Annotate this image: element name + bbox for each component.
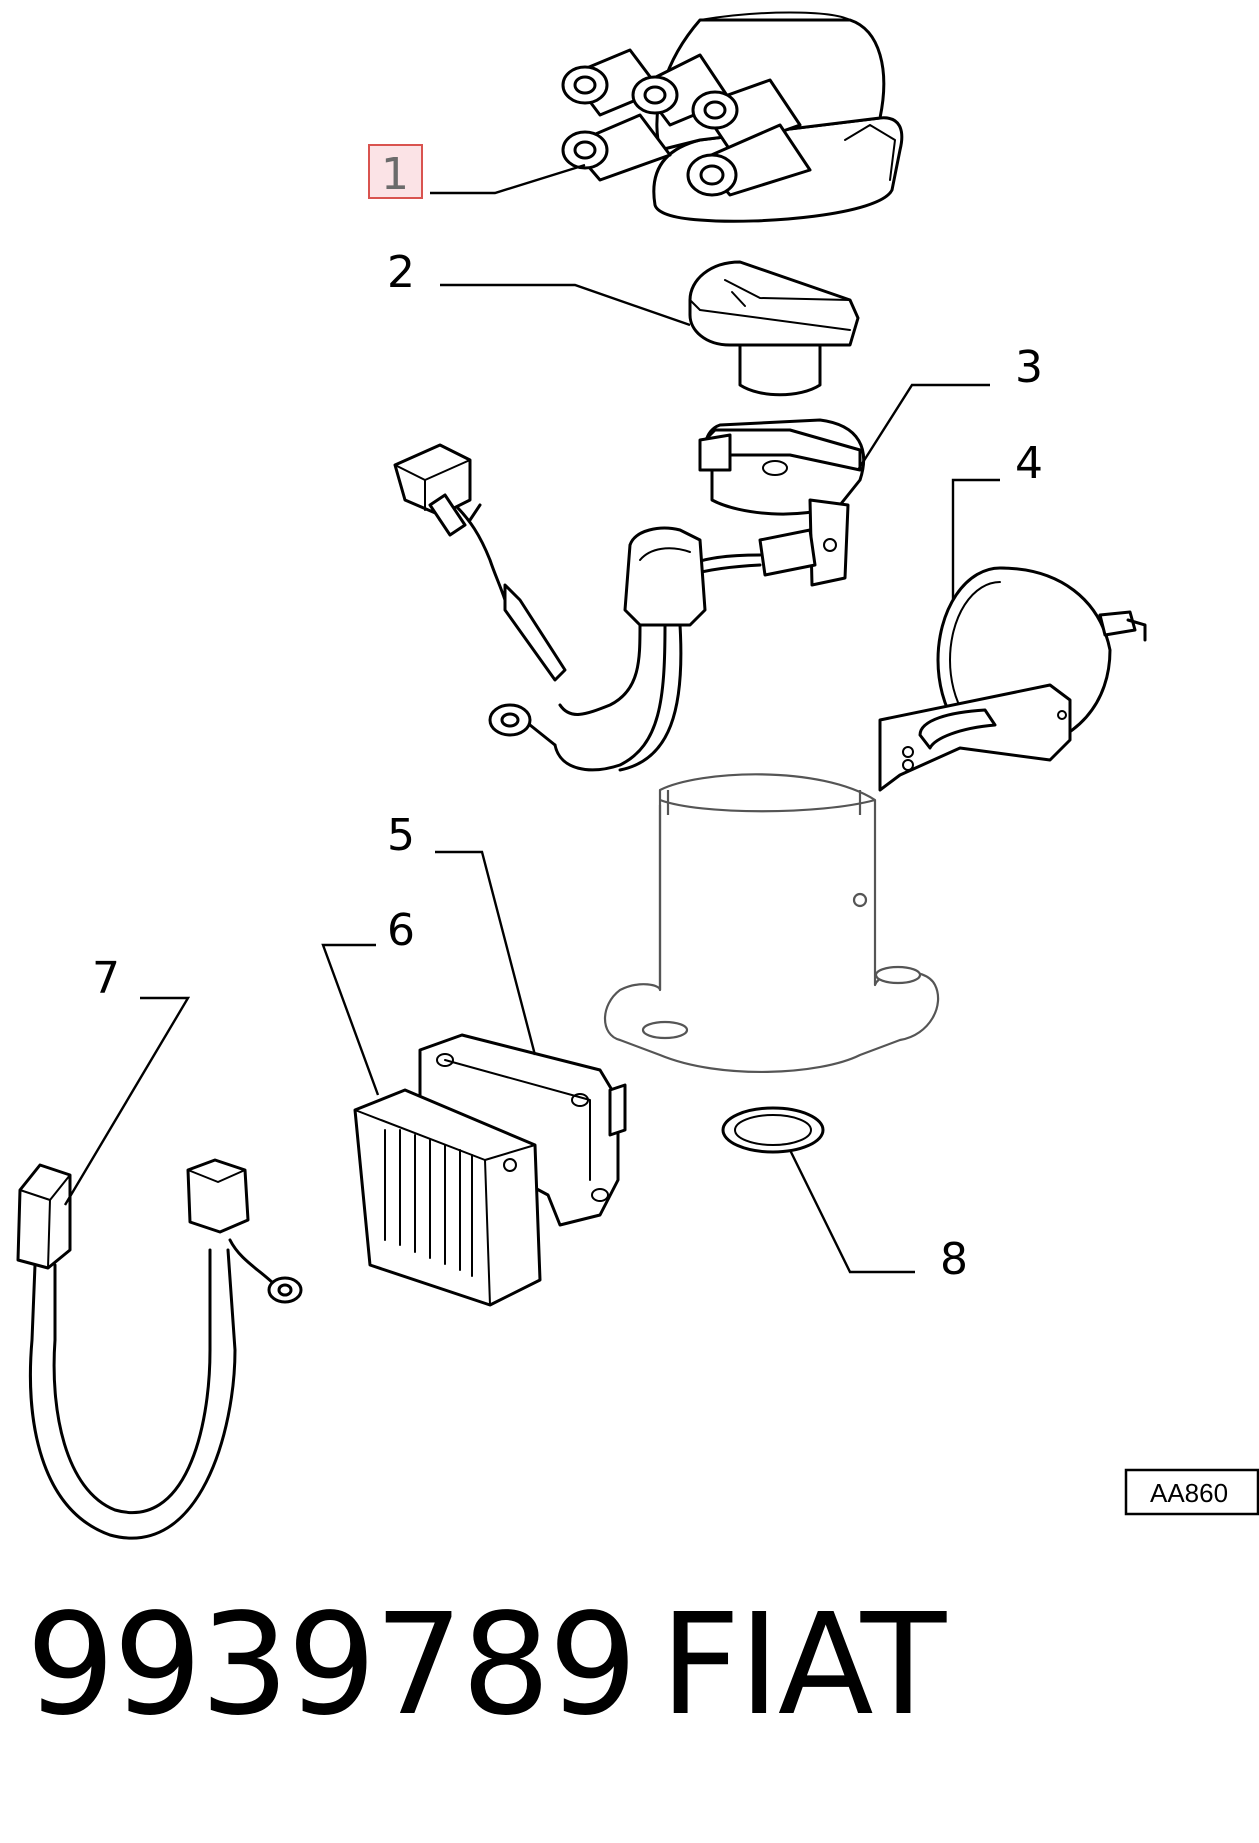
part-pickup-plate-harness[interactable] bbox=[393, 418, 866, 772]
leader-lines bbox=[63, 163, 1000, 1274]
callout-2[interactable]: 2 bbox=[387, 247, 415, 298]
svg-text:2: 2 bbox=[387, 247, 415, 298]
part-ignition-module[interactable] bbox=[353, 1088, 542, 1307]
svg-text:8: 8 bbox=[940, 1234, 968, 1285]
callout-5[interactable]: 5 bbox=[387, 810, 415, 861]
reference-code-box: AA860 bbox=[1124, 1468, 1259, 1516]
part-number: 9939789 bbox=[26, 1584, 638, 1747]
part-o-ring[interactable] bbox=[721, 1106, 825, 1154]
svg-text:4: 4 bbox=[1015, 438, 1043, 489]
distributor-housing bbox=[604, 773, 940, 1074]
part-vacuum-advance[interactable] bbox=[878, 566, 1147, 792]
callout-3[interactable]: 3 bbox=[1015, 342, 1043, 393]
callout-7[interactable]: 7 bbox=[92, 953, 120, 1004]
part-module-mounting-plate[interactable] bbox=[418, 1033, 627, 1227]
svg-text:6: 6 bbox=[387, 905, 415, 956]
svg-text:1: 1 bbox=[381, 149, 409, 200]
brand-name: FIAT bbox=[660, 1584, 946, 1747]
callout-8[interactable]: 8 bbox=[940, 1234, 968, 1285]
svg-text:3: 3 bbox=[1015, 342, 1043, 393]
part-rotor-arm[interactable] bbox=[688, 260, 860, 397]
callout-6[interactable]: 6 bbox=[387, 905, 415, 956]
callout-4[interactable]: 4 bbox=[1015, 438, 1043, 489]
part-wiring-harness[interactable] bbox=[16, 1158, 303, 1540]
svg-text:7: 7 bbox=[92, 953, 120, 1004]
reference-code: AA860 bbox=[1150, 1478, 1228, 1508]
svg-text:5: 5 bbox=[387, 810, 415, 861]
part-distributor-cap[interactable] bbox=[561, 11, 904, 223]
callout-1[interactable]: 1 bbox=[368, 144, 423, 200]
